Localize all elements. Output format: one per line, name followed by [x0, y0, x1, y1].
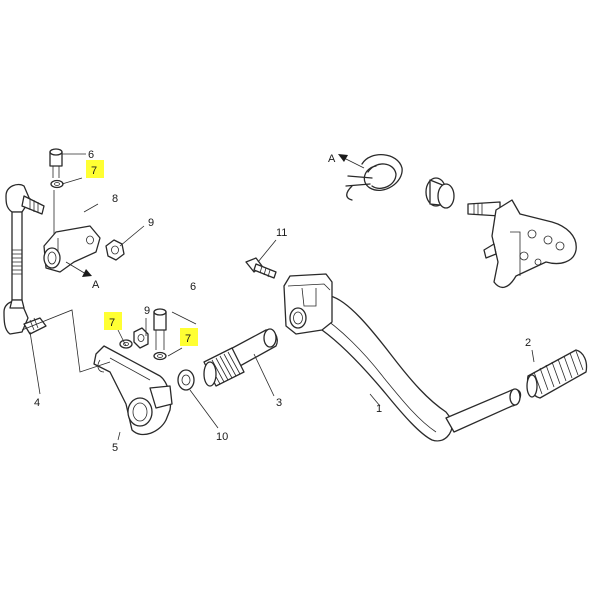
- washer-part-10: [177, 369, 195, 391]
- lower-cap-screw-part-6: [153, 308, 167, 350]
- callout-11: 11: [276, 227, 287, 239]
- callout-6-lower: 6: [190, 281, 196, 293]
- callout-7-right: 7: [185, 333, 191, 345]
- upper-washer-part-7: [50, 179, 64, 189]
- shift-arm-part-5: [93, 345, 173, 436]
- lower-washer-part-7: [153, 351, 167, 361]
- view-label-a-lower: A: [92, 279, 100, 291]
- callout-5: 5: [112, 442, 118, 454]
- callout-7-upper: 7: [91, 165, 97, 177]
- highlight-box-7-upper: [86, 160, 104, 178]
- gear-lever-part-1: [283, 273, 522, 442]
- callout-3: 3: [276, 397, 282, 409]
- callout-8: 8: [112, 193, 118, 205]
- rubber-footpeg-part-2: [526, 349, 588, 399]
- callout-1: 1: [376, 403, 382, 415]
- view-label-a-top: A: [328, 153, 336, 165]
- upper-cap-screw-part-6: [49, 148, 63, 178]
- bolt-part-11: [245, 257, 277, 279]
- callout-9-lower: 9: [144, 305, 150, 317]
- leader-lines: [29, 153, 535, 441]
- callout-6-upper: 6: [88, 149, 94, 161]
- upper-nut-part-9: [105, 239, 125, 261]
- lower-washer-part-7-left: [119, 339, 133, 349]
- view-arrow-a-top: [338, 154, 365, 169]
- splined-shaft-part-3: [203, 328, 278, 387]
- highlight-box-7-left: [104, 312, 122, 330]
- callout-7-left: 7: [109, 317, 115, 329]
- view-arrow-a-lower: [65, 261, 92, 277]
- highlight-box-7-right: [180, 328, 198, 346]
- linkage-rod-part-4: [3, 183, 111, 373]
- callout-4: 4: [34, 397, 40, 409]
- clamp-lever-part-8: [43, 190, 101, 273]
- callout-9-upper: 9: [148, 217, 154, 229]
- callout-2: 2: [525, 337, 531, 349]
- lower-nut-part-9: [133, 327, 149, 349]
- detail-view-a: [345, 154, 577, 288]
- callout-10: 10: [216, 431, 228, 443]
